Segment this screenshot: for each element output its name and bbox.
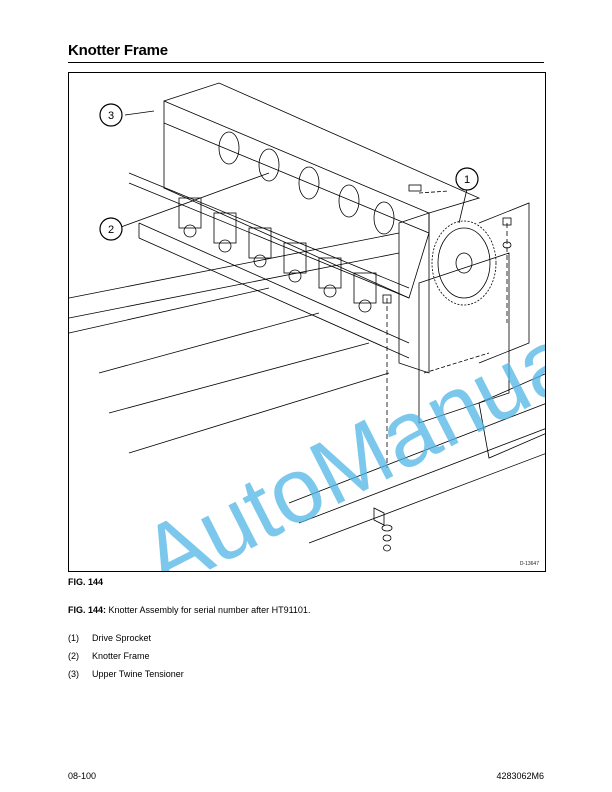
caption-text: Knotter Assembly for serial number after… — [106, 605, 311, 615]
legend-number: (1) — [68, 633, 79, 643]
section-title: Knotter Frame — [68, 42, 168, 59]
callout-2: 2 — [99, 217, 123, 241]
caption-label: FIG. 144: — [68, 605, 107, 615]
svg-text:2: 2 — [108, 224, 114, 236]
svg-text:1: 1 — [464, 174, 470, 186]
callout-1: 1 — [455, 167, 479, 191]
legend-item: (1) Drive Sprocket — [68, 633, 184, 651]
footer-page-number: 08-100 — [68, 771, 97, 781]
callout-3: 3 — [99, 103, 123, 127]
legend-item: (2) Knotter Frame — [68, 651, 184, 669]
parts-legend: (1) Drive Sprocket (2) Knotter Frame (3)… — [68, 633, 184, 687]
legend-text: Upper Twine Tensioner — [92, 669, 184, 679]
legend-number: (3) — [68, 669, 79, 679]
legend-number: (2) — [68, 651, 79, 661]
legend-text: Drive Sprocket — [92, 633, 152, 643]
figure-box: 3 2 1 AutoManual D-13647 — [68, 72, 546, 572]
knotter-assembly-drawing: 3 2 1 — [69, 82, 545, 552]
legend-item: (3) Upper Twine Tensioner — [68, 669, 184, 687]
footer-doc-number: 4283062M6 — [496, 771, 544, 781]
legend-text: Knotter Frame — [92, 651, 150, 661]
figure-caption: FIG. 144: Knotter Assembly for serial nu… — [68, 604, 314, 616]
title-rule — [68, 62, 544, 63]
svg-text:3: 3 — [108, 110, 114, 122]
figure-label: FIG. 144 — [68, 577, 104, 587]
drawing-id: D-13647 — [519, 561, 539, 567]
